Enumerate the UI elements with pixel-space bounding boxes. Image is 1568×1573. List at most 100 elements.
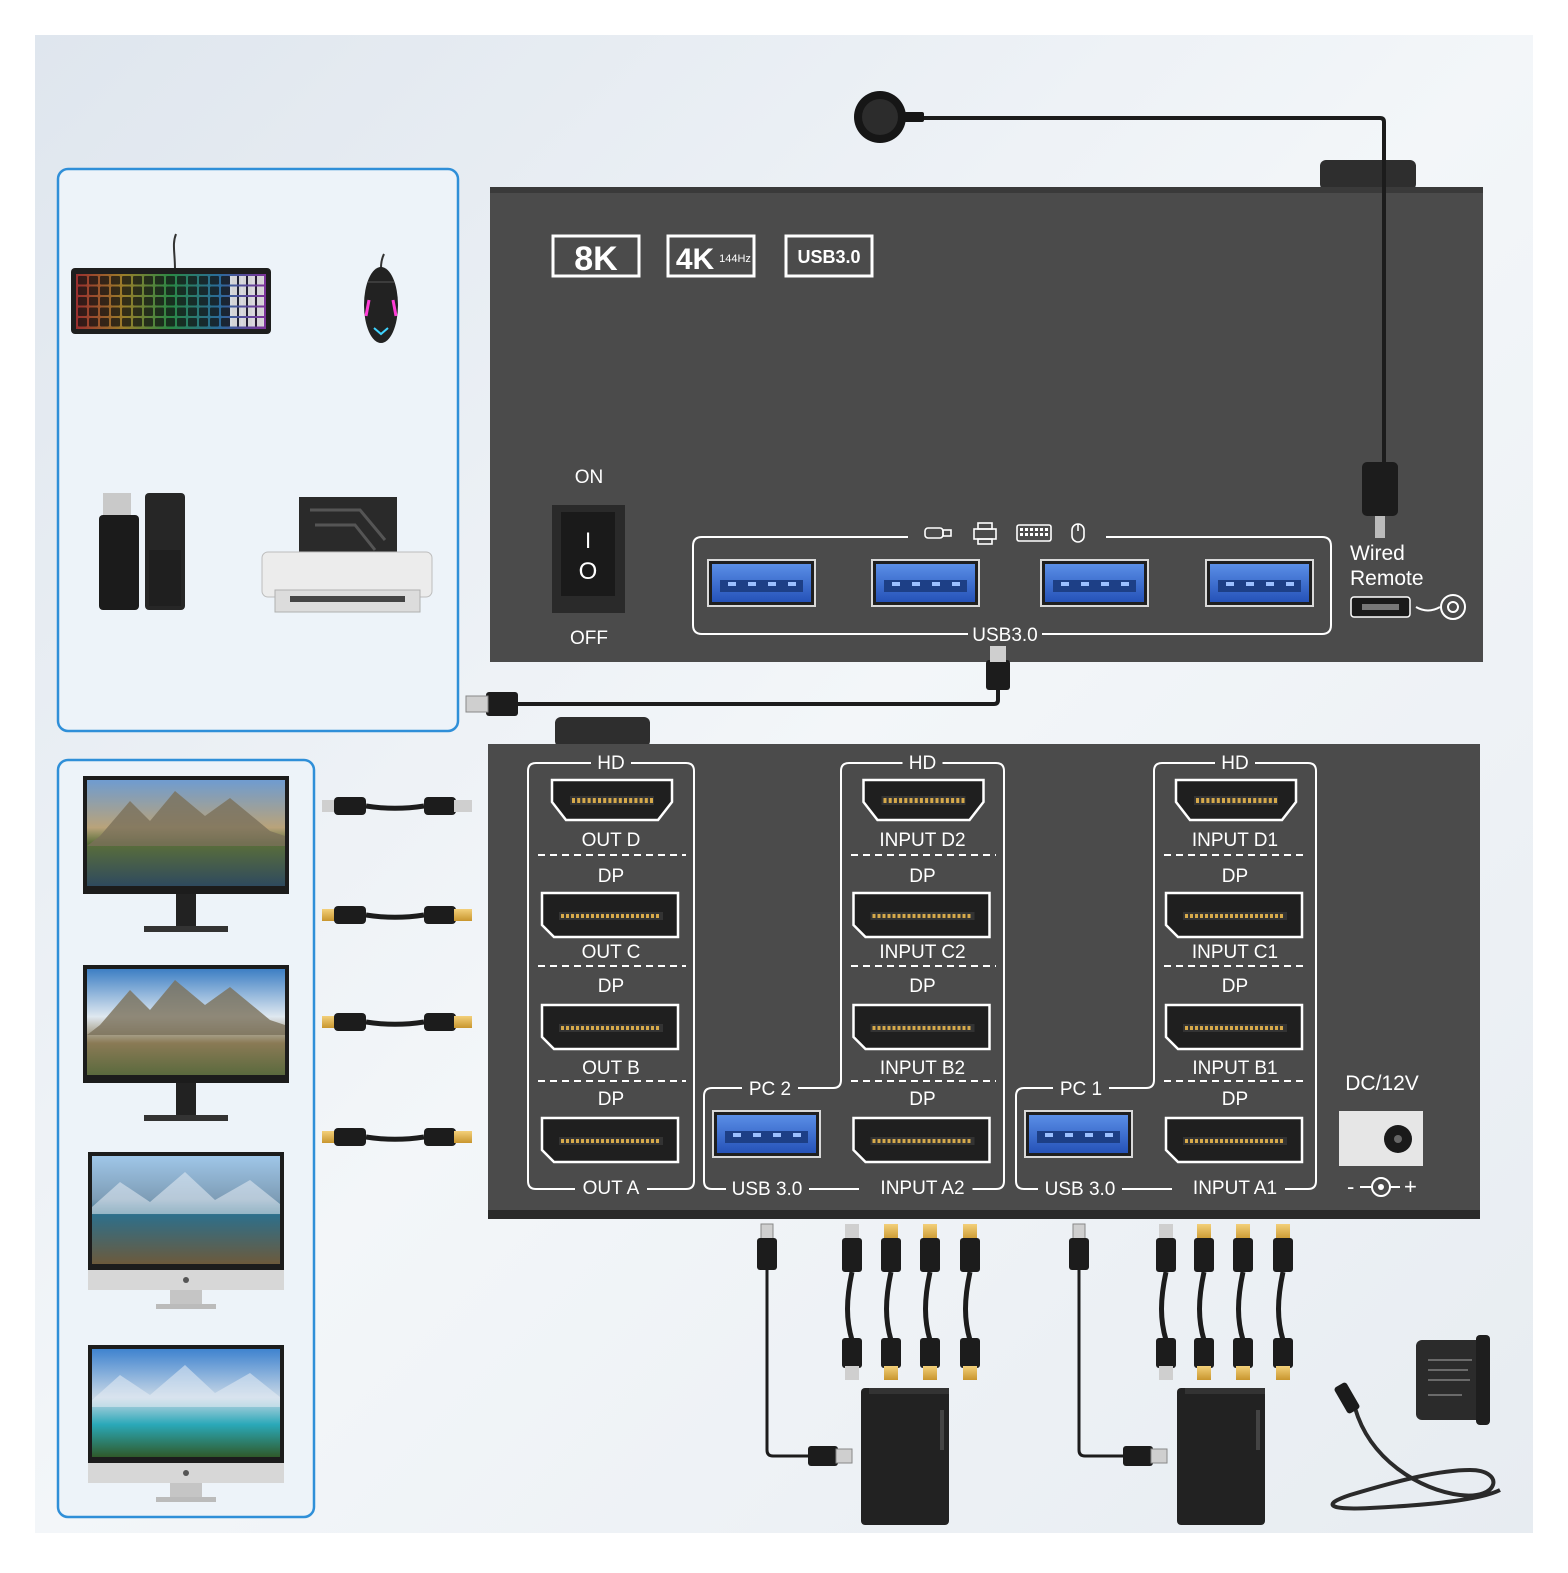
power-adapter-icon: [1330, 1335, 1501, 1511]
port-out-b-label: OUT B: [582, 1058, 640, 1079]
port-out-a[interactable]: [540, 1116, 680, 1164]
pc1-video-cable-3-icon: [1233, 1224, 1253, 1380]
remote-icon: [1415, 594, 1466, 620]
dp-header: DP: [909, 1089, 935, 1110]
pc2-label: PC 2: [749, 1079, 791, 1100]
switch-mark-on: I: [585, 528, 591, 553]
pc-cables: [757, 1223, 1293, 1466]
port-out-c-label: OUT C: [582, 942, 641, 963]
badge-usb3: USB3.0: [784, 234, 874, 278]
usb3-port-3[interactable]: [1040, 559, 1149, 607]
keyboard-icon: [1016, 524, 1052, 542]
usb3-port-2[interactable]: [871, 559, 980, 607]
pc-2-tower-icon: [861, 1388, 949, 1525]
port-input-c1[interactable]: [1164, 891, 1304, 939]
pc1-video-cable-2-icon: [1194, 1224, 1214, 1380]
usb-plug-icon: [924, 527, 952, 539]
wired-remote-label-1: Wired: [1350, 542, 1405, 565]
badge-144hz-text: 144Hz: [719, 253, 751, 265]
dp-header: DP: [909, 866, 935, 887]
pc2-usb-label: USB 3.0: [732, 1179, 803, 1200]
switch-mark-off: O: [579, 558, 598, 585]
wired-remote-port[interactable]: [1350, 596, 1411, 618]
remote-dock: [1320, 160, 1416, 190]
monitors-panel: [56, 758, 316, 1519]
badge-4k-text: 4K: [676, 243, 715, 276]
port-input-a1-label: INPUT A1: [1193, 1178, 1277, 1199]
hdmi-cable-3-icon: [322, 1013, 472, 1031]
dc-power-jack[interactable]: [1339, 1111, 1423, 1166]
port-input-b2-label: INPUT B2: [880, 1058, 965, 1079]
usb-hub-ports: [707, 559, 1314, 607]
port-input-a2-label: INPUT A2: [880, 1178, 964, 1199]
switch-off-label: OFF: [570, 628, 608, 649]
port-out-b[interactable]: [540, 1003, 680, 1051]
pc1-usb-cable-icon: [1069, 1223, 1168, 1466]
usb3-port-1[interactable]: [707, 559, 816, 607]
usb-hub-frame: [692, 536, 1332, 635]
port-out-d[interactable]: [550, 778, 674, 822]
pc2-video-cable-4-icon: [960, 1224, 980, 1380]
pc2-video-cable-1-icon: [842, 1224, 862, 1380]
usb-flash-drive-icon: [99, 493, 185, 610]
port-input-d1[interactable]: [1174, 778, 1298, 822]
dp-header: DP: [598, 866, 624, 887]
port-out-c[interactable]: [540, 891, 680, 939]
monitor-1-icon: [83, 776, 289, 932]
mouse-icon: [364, 253, 398, 343]
wired-remote[interactable]: [854, 91, 1398, 538]
peripherals-panel: [56, 167, 460, 733]
power-switch[interactable]: I O: [552, 505, 625, 613]
monitor-2-icon: [83, 965, 289, 1121]
badge-usb3-text: USB3.0: [797, 247, 860, 267]
pc1-usb-label: USB 3.0: [1045, 1179, 1116, 1200]
port-input-b1-label: INPUT B1: [1192, 1058, 1277, 1079]
monitors-frame: [56, 758, 316, 1519]
printer-icon: [261, 497, 433, 613]
polarity-minus: -: [1347, 1174, 1354, 1199]
port-input-c2-label: INPUT C2: [879, 942, 965, 963]
printer-icon: [973, 522, 997, 545]
hdmi-cable-4-icon: [322, 1128, 472, 1146]
port-input-b2[interactable]: [852, 1003, 991, 1051]
port-input-a1[interactable]: [1164, 1116, 1304, 1164]
port-out-a-label: OUT A: [583, 1178, 640, 1199]
micro-usb-plug-icon: [1362, 462, 1398, 516]
usb3-port-4[interactable]: [1205, 559, 1314, 607]
pc2-usb-cable-icon: [757, 1223, 853, 1466]
pc1-usb-port[interactable]: [1024, 1110, 1133, 1158]
pc1-video-cable-4-icon: [1273, 1224, 1293, 1380]
polarity-plus: +: [1404, 1174, 1417, 1199]
polarity-icon: - +: [1347, 1174, 1417, 1199]
keyboard-icon: [71, 233, 271, 334]
peripherals-frame: [56, 167, 460, 733]
dp-header: DP: [598, 976, 624, 997]
badge-8k: 8K: [551, 234, 641, 278]
dp-header: DP: [1222, 1089, 1248, 1110]
port-input-d2[interactable]: [862, 778, 985, 822]
pc2-video-cable-2-icon: [881, 1224, 901, 1380]
pc1-video-cable-1-icon: [1156, 1224, 1176, 1380]
pc-1-tower-icon: [1177, 1388, 1265, 1525]
port-input-b1[interactable]: [1164, 1003, 1304, 1051]
hd-header: HD: [1221, 753, 1248, 774]
switch-on-label: ON: [575, 467, 604, 488]
back-remote-dock: [555, 717, 650, 747]
pc2-video-cable-3-icon: [920, 1224, 940, 1380]
monitor-4-icon: [88, 1345, 284, 1502]
badge-8k-text: 8K: [574, 240, 618, 278]
hdmi-cable-2-icon: [322, 906, 472, 924]
hd-header: HD: [597, 753, 624, 774]
usb-upstream-cable: [465, 646, 1010, 716]
dp-header: DP: [909, 976, 935, 997]
port-input-c2[interactable]: [852, 891, 991, 939]
pc2-usb-port[interactable]: [712, 1110, 821, 1158]
display-cables: [322, 797, 472, 1146]
port-input-a2[interactable]: [852, 1116, 991, 1164]
top-unit-body: [490, 187, 1483, 662]
dp-cable-1-icon: [322, 797, 472, 815]
usb-hub-label: USB3.0: [972, 625, 1037, 646]
